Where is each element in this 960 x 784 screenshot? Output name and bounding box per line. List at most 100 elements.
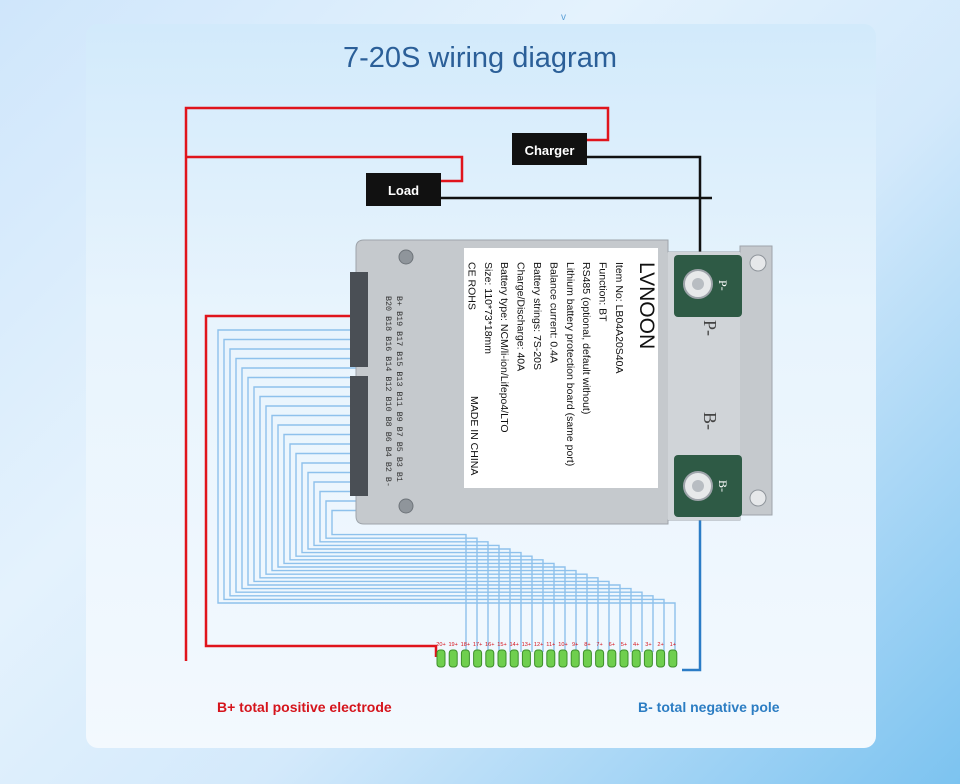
battery-cell: [546, 649, 556, 668]
top-mark: v: [561, 12, 566, 23]
negative-wire: [682, 486, 702, 672]
charger-box: [512, 133, 587, 165]
battery-cell: [436, 649, 446, 668]
battery-cells: 20+19+18+17+16+15+14+13+12+11+10+ 9+ 8+ 7+ 6…: [436, 642, 678, 668]
balance-wire: [295, 452, 533, 652]
battery-cell: [570, 649, 580, 668]
cell-label: 9+: [572, 642, 578, 648]
balance-wire: [217, 329, 676, 652]
red-wires: [184, 106, 610, 661]
cell-label: 1+: [670, 642, 676, 648]
spec-line: Battery type: NCM/li-ion/Lifepo4/LTO: [498, 262, 510, 433]
spec-line: Function: BT: [597, 262, 609, 322]
battery-cell: [497, 649, 507, 668]
spec-line: Battery strings: 7S-20S: [531, 262, 543, 370]
balance-wire: [313, 481, 500, 652]
balance-wire: [265, 405, 588, 652]
mount-hole-icon: [749, 254, 767, 272]
spec-line: Charge/Discharge: 40A: [515, 262, 527, 371]
balance-wire: [283, 433, 555, 652]
balance-wire: [223, 338, 665, 652]
balance-wire: [289, 443, 544, 652]
balance-wire: [271, 414, 577, 652]
cell-label: 2+: [657, 642, 663, 648]
battery-cell: [509, 649, 519, 668]
cell-label: 13+: [522, 642, 532, 648]
balance-wire: [307, 471, 511, 652]
page-title: 7-20S wiring diagram: [342, 42, 617, 74]
battery-cell: [607, 649, 617, 668]
battery-cell: [534, 649, 544, 668]
battery-cell: [558, 649, 568, 668]
spec-text-block: LVNOON: [635, 262, 658, 349]
balance-wire: [325, 500, 478, 652]
cell-label: 3+: [645, 642, 651, 648]
pin-row-2: B20 B18 B16 B14 B12 B10 B8 B6 B4 B2 B-: [383, 296, 393, 487]
spec-line: Lithium battery protection board (same p…: [564, 262, 576, 466]
cell-label: 15+: [497, 642, 507, 648]
balance-connector-top: [350, 272, 368, 367]
battery-cell: [582, 649, 592, 668]
black-wires: [441, 155, 712, 285]
p-side-label: P-: [700, 320, 720, 336]
cell-label: 19+: [448, 642, 458, 648]
battery-cell: [473, 649, 483, 668]
spec-line: Size: 110*73*18mm: [482, 262, 494, 354]
balance-wire: [277, 424, 566, 652]
spec-line: Balance current: 0.4A: [547, 262, 559, 363]
battery-cell: [595, 649, 605, 668]
b-minus-label: B- total negative pole: [638, 699, 780, 715]
cell-label: 17+: [473, 642, 483, 648]
charger-label: Charger: [525, 143, 575, 158]
cell-label: 4+: [633, 642, 639, 648]
spec-line: CE ROHS: [465, 262, 477, 310]
made-in-text: MADE IN CHINA: [468, 396, 480, 475]
cell-label: 10+: [558, 642, 568, 648]
battery-cell: [448, 649, 458, 668]
cell-label: 20+: [436, 642, 446, 648]
load-label: Load: [388, 183, 419, 198]
cell-label: 8+: [584, 642, 590, 648]
cell-label: 14+: [509, 642, 519, 648]
battery-cell: [460, 649, 470, 668]
balance-wire: [241, 367, 632, 652]
b-terminal-nut-icon: [692, 480, 704, 492]
load-box: [366, 173, 441, 206]
cell-label: 11+: [546, 642, 555, 648]
spec-line: Item No: LB04A20S40A: [613, 262, 625, 374]
battery-cell: [485, 649, 495, 668]
balance-wires: [217, 329, 676, 652]
b-plus-label: B+ total positive electrode: [217, 699, 392, 715]
balance-wire: [253, 386, 610, 652]
mount-hole-icon: [749, 489, 767, 507]
balance-wire: [235, 357, 643, 652]
cell-label: 5+: [621, 642, 627, 648]
balance-wire: [229, 348, 654, 652]
balance-connector-bottom: [350, 376, 368, 496]
screw-icon: [398, 498, 414, 514]
cell-label: 12+: [534, 642, 544, 648]
balance-wire: [247, 376, 621, 652]
screw-icon: [398, 249, 414, 265]
cell-label: 16+: [485, 642, 495, 648]
balance-wire: [259, 395, 599, 652]
battery-cell: [656, 649, 666, 668]
bms-board: [350, 239, 773, 525]
battery-cell: [643, 649, 653, 668]
brand-logo: LVNOON: [635, 262, 658, 349]
cell-label: 6+: [609, 642, 615, 648]
cell-label: 18+: [461, 642, 471, 648]
b-terminal-marking: B-: [716, 480, 730, 492]
battery-cell: [521, 649, 531, 668]
pin-row-1: B+ B19 B17 B15 B13 B11 B9 B7 B5 B3 B1: [394, 296, 404, 482]
balance-wire: [301, 462, 522, 652]
battery-cell: [619, 649, 629, 668]
spec-label: [464, 248, 658, 488]
b-side-label: B-: [700, 412, 720, 430]
battery-cell: [668, 649, 678, 668]
battery-cell: [631, 649, 641, 668]
cell-label: 7+: [596, 642, 602, 648]
p-terminal-marking: P-: [716, 280, 730, 291]
